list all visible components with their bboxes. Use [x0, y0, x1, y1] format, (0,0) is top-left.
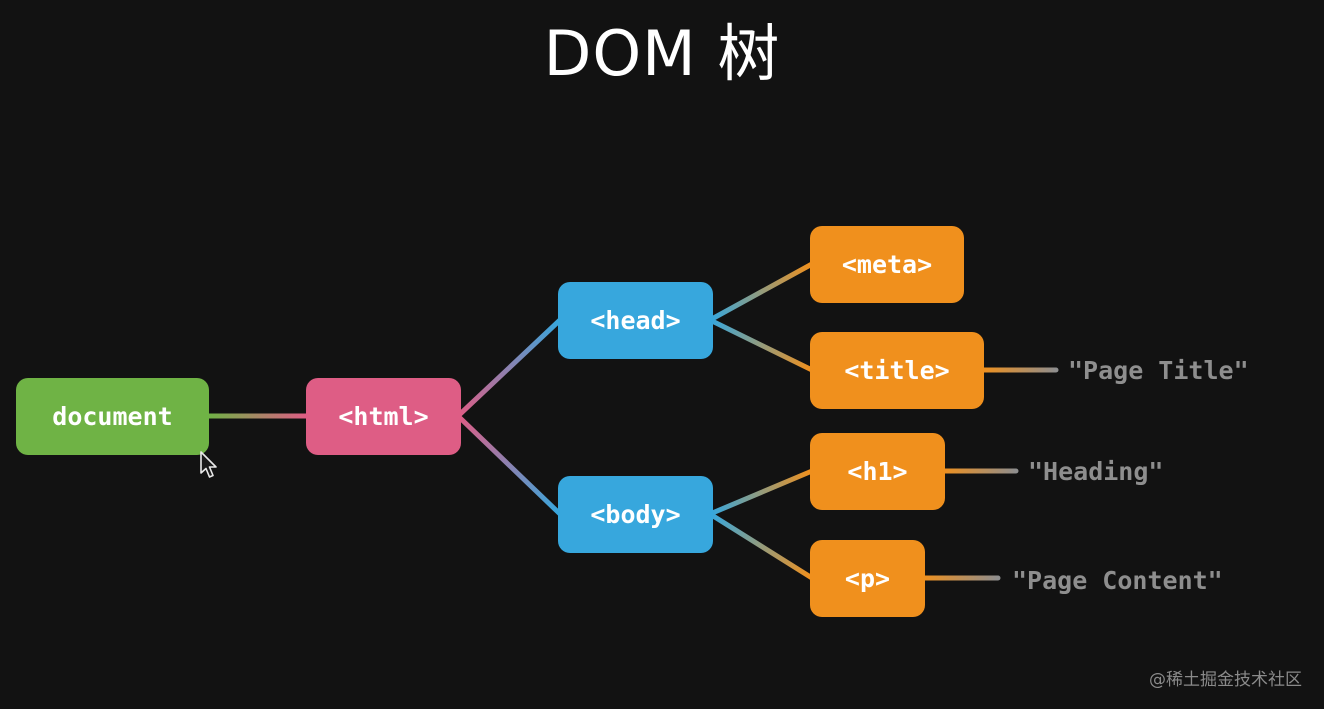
- edge-body-h1: [707, 468, 815, 517]
- text-node-page-title: "Page Title": [1068, 356, 1249, 385]
- page-title: DOM 树: [543, 17, 781, 90]
- node-title: <title>: [810, 332, 984, 409]
- edge-html-head: [455, 317, 563, 419]
- edge-head-meta: [707, 261, 815, 323]
- node-document: document: [16, 378, 209, 455]
- node-head: <head>: [558, 282, 713, 359]
- node-html: <html>: [306, 378, 461, 455]
- mouse-pointer-icon: [200, 451, 217, 478]
- node-body: <body>: [558, 476, 713, 553]
- edge-html-body: [455, 413, 563, 517]
- node-p: <p>: [810, 540, 925, 617]
- edge-body-p: [707, 511, 815, 581]
- text-node-page-content: "Page Content": [1012, 566, 1223, 595]
- edge-head-title: [707, 317, 815, 373]
- text-node-heading: "Heading": [1028, 457, 1164, 486]
- watermark: @稀土掘金技术社区: [1149, 670, 1302, 690]
- node-h1: <h1>: [810, 433, 945, 510]
- node-meta: <meta>: [810, 226, 964, 303]
